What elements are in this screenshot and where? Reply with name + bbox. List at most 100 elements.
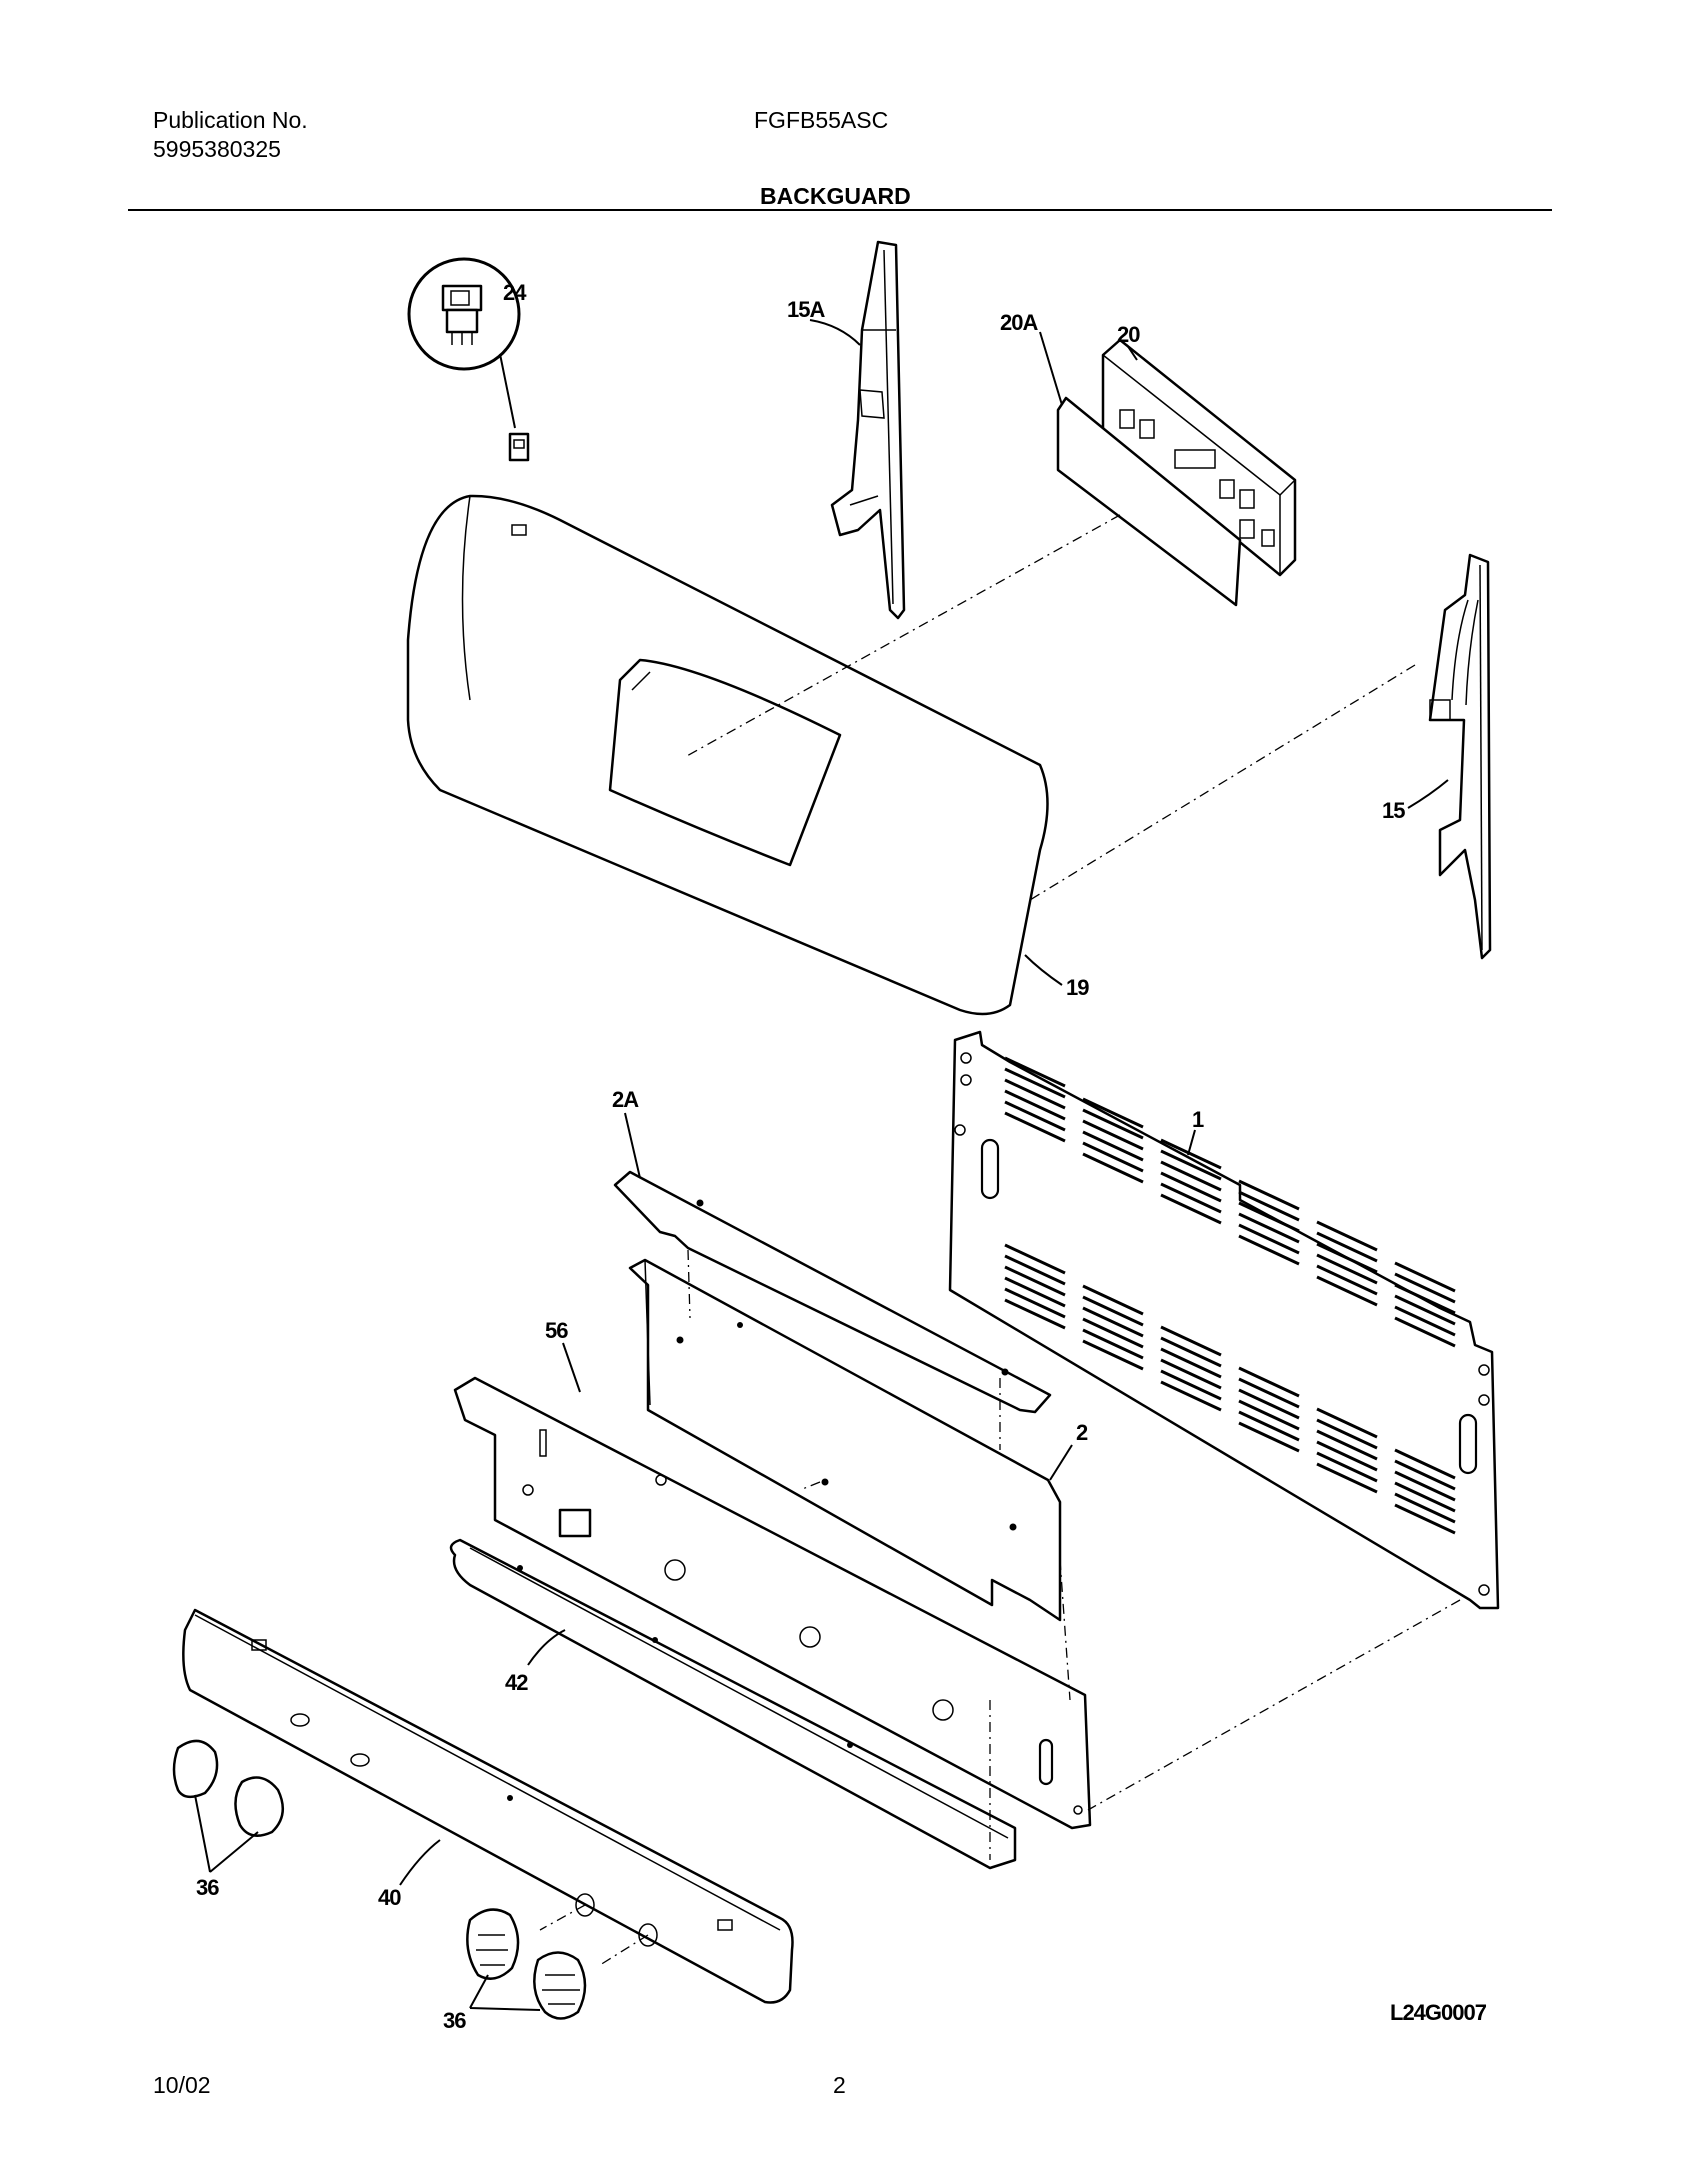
louver-slot [1082, 1328, 1144, 1360]
part-56-manifold-panel [453, 1376, 1092, 1830]
leader-lines [194, 319, 1449, 2011]
louver-slot [1316, 1429, 1378, 1461]
callout-labels: 24 15A 20 20A 15 19 1 2A 56 2 42 40 36 3… [196, 280, 1488, 2033]
louver-slot [1082, 1284, 1144, 1316]
louver-slot [1394, 1261, 1456, 1293]
louver-slot [1394, 1294, 1456, 1326]
louver-slot [1238, 1399, 1300, 1431]
louver-slot [1004, 1287, 1066, 1319]
louver-slot [1316, 1407, 1378, 1439]
louver-slot [1004, 1265, 1066, 1297]
louver-slot [1160, 1358, 1222, 1390]
drawing-code: L24G0007 [1390, 2000, 1487, 2025]
louver-slot [1004, 1056, 1066, 1088]
callout-1: 1 [1192, 1107, 1204, 1132]
part-20a-overlay [1056, 396, 1242, 607]
louver-slot [1082, 1152, 1144, 1184]
part-24-switch [407, 257, 530, 462]
rear-panel-louvers [1004, 1056, 1456, 1535]
callout-19: 19 [1066, 975, 1089, 1000]
part-42-trim [449, 1538, 1017, 1870]
part-20-control-board [1101, 338, 1297, 577]
alignment-lines [539, 514, 1461, 1966]
part-19-control-panel [406, 494, 1049, 1016]
louver-slot [1238, 1410, 1300, 1442]
louver-slot [1082, 1130, 1144, 1162]
louver-slot [1160, 1347, 1222, 1379]
footer-date: 10/02 [153, 2072, 211, 2098]
louver-slot [1316, 1231, 1378, 1263]
callout-2a: 2A [612, 1087, 639, 1112]
louver-slot [1316, 1418, 1378, 1450]
louver-slot [1004, 1111, 1066, 1143]
louver-slot [1004, 1276, 1066, 1308]
callout-20: 20 [1117, 322, 1140, 347]
part-15-bracket [1428, 553, 1492, 960]
louver-slot [1238, 1377, 1300, 1409]
louver-slot [1238, 1421, 1300, 1453]
louver-slot [1394, 1492, 1456, 1524]
callout-40: 40 [378, 1885, 401, 1910]
louver-slot [1316, 1462, 1378, 1494]
part-15a-bracket [830, 240, 906, 620]
part-2-panel [628, 1258, 1062, 1622]
louver-slot [1082, 1317, 1144, 1349]
header-rule [128, 209, 1552, 211]
louver-slot [1004, 1243, 1066, 1275]
louver-slot [1394, 1459, 1456, 1491]
louver-slot [1394, 1283, 1456, 1315]
louver-slot [1316, 1440, 1378, 1472]
callout-36-right: 36 [443, 2008, 466, 2033]
louver-slot [1004, 1254, 1066, 1286]
louver-slot [1316, 1451, 1378, 1483]
section-title: BACKGUARD [760, 183, 911, 209]
louver-slot [1082, 1108, 1144, 1140]
louver-slot [1082, 1339, 1144, 1371]
louver-slot [1160, 1138, 1222, 1170]
louver-slot [1238, 1179, 1300, 1211]
louver-slot [1394, 1305, 1456, 1337]
callout-24: 24 [503, 280, 527, 305]
louver-slot [1082, 1119, 1144, 1151]
louver-slot [1082, 1306, 1144, 1338]
louver-slot [1238, 1201, 1300, 1233]
part-36-knobs-left [172, 1739, 285, 1837]
callout-15a: 15A [787, 297, 825, 322]
louver-slot [1004, 1078, 1066, 1110]
louver-slot [1004, 1067, 1066, 1099]
louver-slot [1004, 1100, 1066, 1132]
louver-slot [1316, 1253, 1378, 1285]
louver-slot [1160, 1325, 1222, 1357]
part-40-front-panel [182, 1608, 794, 2004]
louver-slot [1160, 1149, 1222, 1181]
louver-slot [1160, 1380, 1222, 1412]
louver-slot [1394, 1470, 1456, 1502]
louver-slot [1082, 1295, 1144, 1327]
louver-slot [1160, 1369, 1222, 1401]
callout-56: 56 [545, 1318, 568, 1343]
callout-15: 15 [1382, 798, 1405, 823]
part-1-rear-panel [948, 1030, 1500, 1610]
louver-slot [1394, 1503, 1456, 1535]
louver-slot [1160, 1171, 1222, 1203]
footer-page: 2 [833, 2072, 846, 2098]
louver-slot [1316, 1220, 1378, 1252]
louver-slot [1394, 1448, 1456, 1480]
callout-42: 42 [505, 1670, 528, 1695]
louver-slot [1238, 1366, 1300, 1398]
louver-slot [1394, 1316, 1456, 1348]
louver-slot [1082, 1141, 1144, 1173]
louver-slot [1082, 1097, 1144, 1129]
louver-slot [1316, 1242, 1378, 1274]
louver-slot [1394, 1272, 1456, 1304]
part-2a-shield [613, 1170, 1052, 1414]
louver-slot [1004, 1298, 1066, 1330]
louver-slot [1316, 1264, 1378, 1296]
part-36-knobs-right [466, 1908, 587, 2020]
louver-slot [1160, 1160, 1222, 1192]
louver-slot [1238, 1223, 1300, 1255]
callout-20a: 20A [1000, 310, 1038, 335]
louver-slot [1316, 1275, 1378, 1307]
model-number: FGFB55ASC [754, 107, 889, 133]
